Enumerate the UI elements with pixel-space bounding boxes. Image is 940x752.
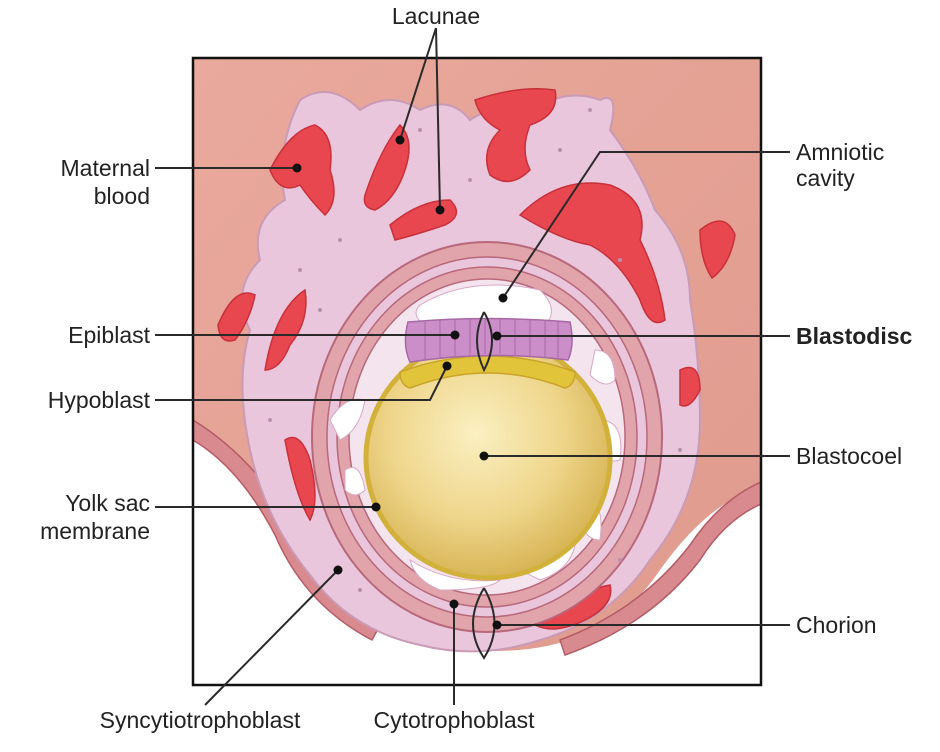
label-lacunae: Lacunae (392, 3, 480, 29)
blastodisc-bracket (476, 311, 493, 373)
label-hypoblast: Hypoblast (48, 387, 151, 413)
lacuna (217, 292, 256, 342)
labels: Lacunae Maternal blood Amniotic cavity E… (40, 3, 912, 733)
label-chorion: Chorion (796, 612, 877, 638)
pointer-dots (292, 135, 508, 630)
lacuna-maternal-blood (269, 124, 335, 217)
leader-syncytiotrophoblast (204, 569, 339, 706)
lacuna (474, 88, 557, 183)
label-amniotic-cavity-line1: Amniotic (796, 139, 884, 165)
label-maternal-blood-line2: blood (94, 183, 150, 209)
lacuna (264, 288, 307, 371)
diagram-illustration (193, 58, 761, 685)
lacuna (679, 366, 701, 407)
nuclei-speckles (268, 108, 682, 592)
amniotic-cavity-space (415, 284, 552, 326)
leader-hypoblast (155, 365, 448, 401)
label-epiblast: Epiblast (68, 322, 150, 348)
lacuna (363, 123, 410, 211)
leader-lines (155, 27, 790, 706)
lacuna (284, 436, 316, 522)
label-cytotrophoblast: Cytotrophoblast (373, 707, 535, 733)
leader-lacunae-1 (399, 27, 437, 141)
diagram-frame (191, 56, 763, 687)
label-amniotic-cavity-line2: cavity (796, 165, 855, 191)
lacuna (699, 220, 736, 280)
label-yolk-sac-membrane-line2: membrane (40, 518, 150, 544)
label-syncytiotrophoblast: Syncytiotrophoblast (100, 707, 301, 733)
label-blastodisc: Blastodisc (796, 323, 913, 349)
leader-lacunae-2 (435, 27, 441, 211)
leader-amniotic-cavity (502, 151, 790, 299)
label-yolk-sac-membrane-line1: Yolk sac (65, 490, 150, 516)
label-blastocoel: Blastocoel (796, 443, 902, 469)
chorion-bracket (472, 587, 496, 660)
label-maternal-blood-line1: Maternal (61, 155, 150, 181)
